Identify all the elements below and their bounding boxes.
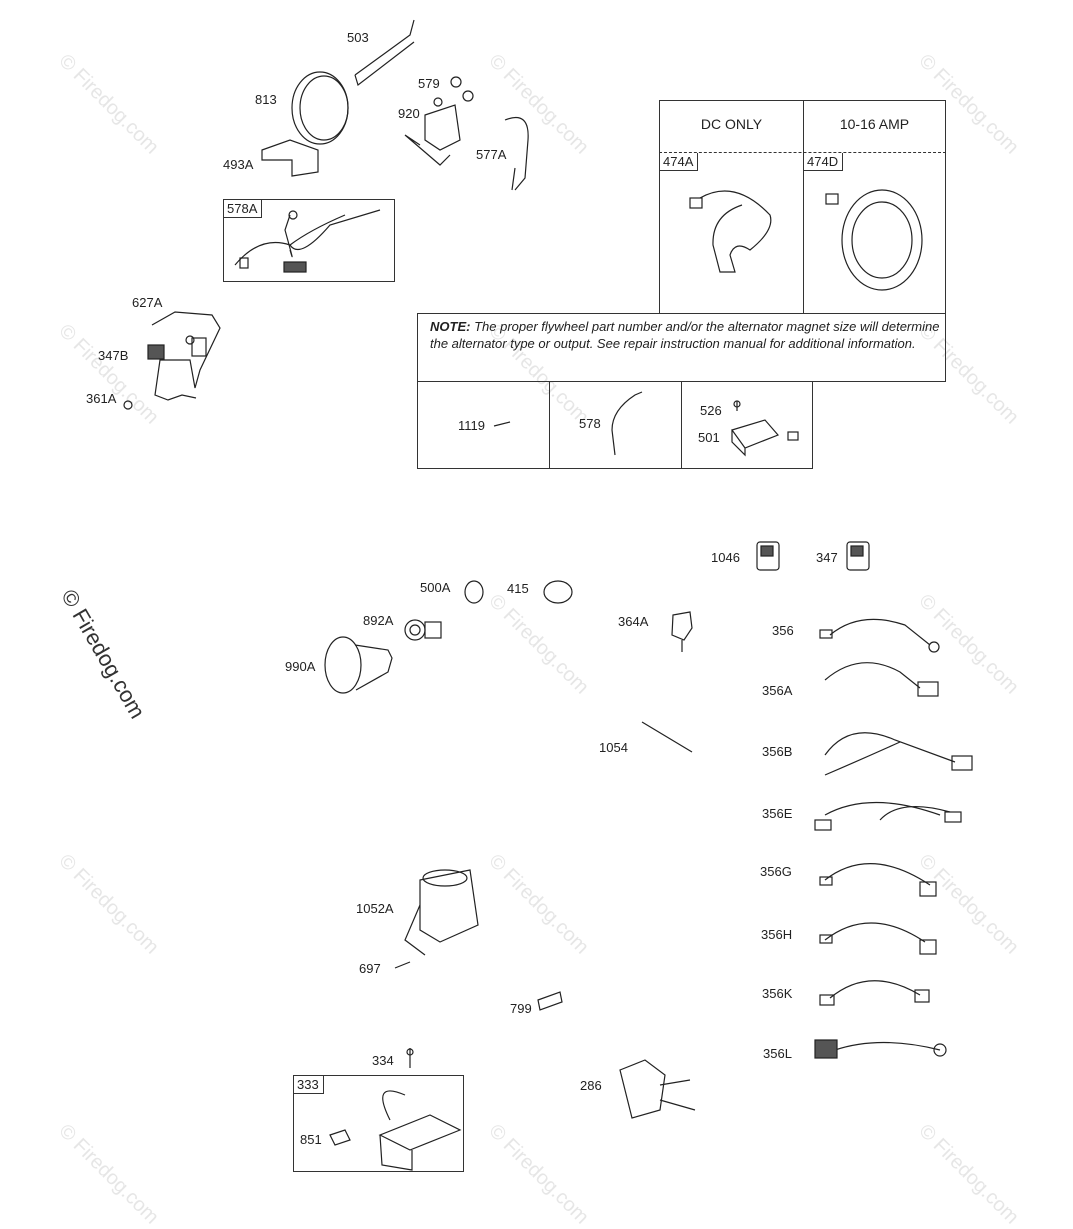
switch-347b bbox=[147, 344, 165, 360]
header-dc-only: DC ONLY bbox=[700, 116, 763, 132]
table-divider bbox=[803, 100, 804, 314]
harness-label: 356A bbox=[762, 683, 793, 698]
bracket-493a bbox=[261, 139, 319, 177]
table-header-rule bbox=[659, 152, 946, 153]
note-body: The proper flywheel part number and/or t… bbox=[430, 319, 940, 351]
part-label: 1119 bbox=[458, 418, 485, 433]
part-label-474d: 474D bbox=[804, 153, 844, 171]
part-label: 503 bbox=[347, 30, 369, 45]
switch-347 bbox=[846, 541, 870, 571]
kit-label-333: 333 bbox=[294, 1076, 324, 1094]
lead-577a bbox=[504, 116, 529, 191]
screw-361a bbox=[123, 400, 133, 410]
part-label: 364A bbox=[618, 614, 649, 629]
socket-892a bbox=[404, 619, 426, 641]
part-label: 361A bbox=[86, 391, 117, 406]
sender-364a bbox=[671, 611, 693, 641]
kit-label-578a: 578A bbox=[224, 200, 263, 218]
part-label: 493A bbox=[223, 157, 254, 172]
module-286 bbox=[619, 1059, 666, 1119]
harness-label: 356K bbox=[762, 986, 793, 1001]
part-label: 501 bbox=[698, 430, 720, 445]
screw-697 bbox=[394, 961, 411, 969]
parts-drawing bbox=[123, 19, 973, 1171]
part-label: 1054 bbox=[599, 740, 628, 755]
part-label: 799 bbox=[510, 1001, 532, 1016]
part-label: 578 bbox=[579, 416, 601, 431]
harness-label: 356L bbox=[763, 1046, 792, 1061]
harness-label: 356E bbox=[762, 806, 793, 821]
part-label: 990A bbox=[285, 659, 316, 674]
screw-1119 bbox=[493, 421, 511, 427]
row-divider bbox=[549, 381, 550, 469]
note-label: NOTE: bbox=[430, 319, 471, 334]
kit-box-333 bbox=[293, 1075, 464, 1172]
solenoid-920 bbox=[404, 104, 461, 166]
harness-356l bbox=[834, 1041, 941, 1051]
harness-356b bbox=[824, 732, 956, 776]
gasket-415 bbox=[543, 580, 573, 604]
clip-851 bbox=[329, 1129, 351, 1146]
gasket-500a bbox=[464, 580, 484, 604]
harness-356h bbox=[824, 922, 926, 943]
harness-label: 356 bbox=[772, 623, 794, 638]
part-label: 500A bbox=[420, 580, 451, 595]
header-10-16-amp: 10-16 AMP bbox=[839, 116, 910, 132]
coil-333 bbox=[378, 1114, 462, 1171]
stator-474a bbox=[699, 190, 772, 273]
harness-356a bbox=[824, 662, 921, 689]
harness-label: 356H bbox=[761, 927, 793, 942]
part-label: 920 bbox=[398, 106, 420, 121]
harness-356k bbox=[829, 980, 921, 999]
harness-label: 356G bbox=[760, 864, 792, 879]
part-label: 851 bbox=[300, 1132, 322, 1147]
part-label: 334 bbox=[372, 1053, 394, 1068]
switch-1046 bbox=[756, 541, 780, 571]
part-label: 892A bbox=[363, 613, 394, 628]
stator-474d bbox=[841, 189, 923, 291]
tie-1054 bbox=[641, 721, 693, 753]
small-parts-row bbox=[417, 381, 813, 469]
nut-579 bbox=[450, 76, 462, 88]
note-text: NOTE: The proper flywheel part number an… bbox=[430, 318, 940, 352]
part-label: 347B bbox=[98, 348, 129, 363]
part-label: 1052A bbox=[356, 901, 394, 916]
lighter-990a bbox=[324, 636, 362, 694]
wire-578 bbox=[611, 391, 643, 456]
harness-356g bbox=[824, 863, 931, 886]
strap-503 bbox=[354, 19, 415, 87]
kit-box-578a bbox=[223, 199, 395, 282]
part-label-474a: 474A bbox=[660, 153, 699, 171]
part-label: 579 bbox=[418, 76, 440, 91]
part-label: 627A bbox=[132, 295, 163, 310]
part-label: 526 bbox=[700, 403, 722, 418]
bracket-627a bbox=[151, 311, 221, 401]
part-label: 697 bbox=[359, 961, 381, 976]
harness-578a bbox=[234, 209, 381, 266]
rectifier-501 bbox=[731, 419, 780, 457]
part-label: 1046 bbox=[711, 550, 740, 565]
fitting-799 bbox=[537, 991, 563, 1011]
row-divider bbox=[681, 381, 682, 469]
part-label: 577A bbox=[476, 147, 507, 162]
solenoid-1052a bbox=[419, 869, 479, 943]
part-label: 286 bbox=[580, 1078, 602, 1093]
harness-356e bbox=[824, 801, 951, 821]
harness-356 bbox=[829, 618, 931, 646]
harness-label: 356B bbox=[762, 744, 793, 759]
part-label: 415 bbox=[507, 581, 529, 596]
part-label: 813 bbox=[255, 92, 277, 107]
part-label: 347 bbox=[816, 550, 838, 565]
